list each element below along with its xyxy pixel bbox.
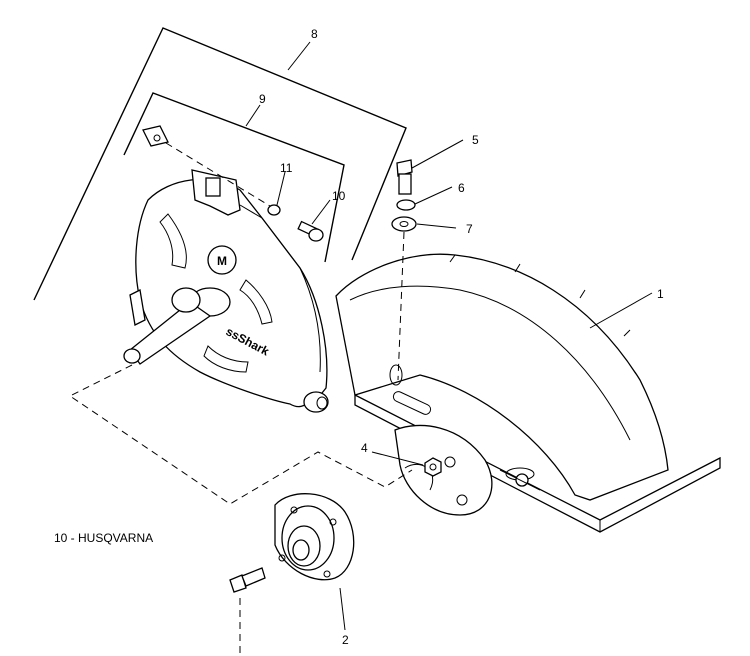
- callout-9: 9: [259, 92, 266, 106]
- flange-bolt: [229, 567, 266, 593]
- brand-mark: M: [217, 254, 227, 268]
- callout-2: 2: [342, 633, 349, 647]
- callout-1: 1: [657, 287, 664, 301]
- callout-10: 10: [332, 189, 346, 203]
- arbor-shaft: [123, 287, 231, 365]
- callout-8-bracket: [33, 27, 407, 301]
- lock-washer-6: [396, 199, 416, 211]
- callout-4: 4: [361, 441, 368, 455]
- callout-9-bracket: [123, 92, 345, 263]
- nut-4: [424, 457, 442, 477]
- callout-5: 5: [472, 133, 479, 147]
- flat-washer-7: [391, 216, 417, 232]
- bolt-10: [297, 220, 324, 242]
- leader-lines: [276, 139, 653, 631]
- callout-6: 6: [458, 181, 465, 195]
- clip-nut: [142, 125, 169, 147]
- blade-guard: [335, 253, 721, 533]
- adapter-plate: M ssShark: [135, 169, 329, 413]
- model-caption: 10 - HUSQVARNA: [54, 531, 154, 545]
- callout-11: 11: [280, 161, 293, 175]
- bolt-5: [396, 159, 413, 195]
- flange-2: [274, 493, 355, 581]
- washer-11: [267, 204, 281, 216]
- callout-7: 7: [466, 222, 473, 236]
- callout-8: 8: [311, 27, 318, 41]
- shaft-clip: [129, 289, 146, 326]
